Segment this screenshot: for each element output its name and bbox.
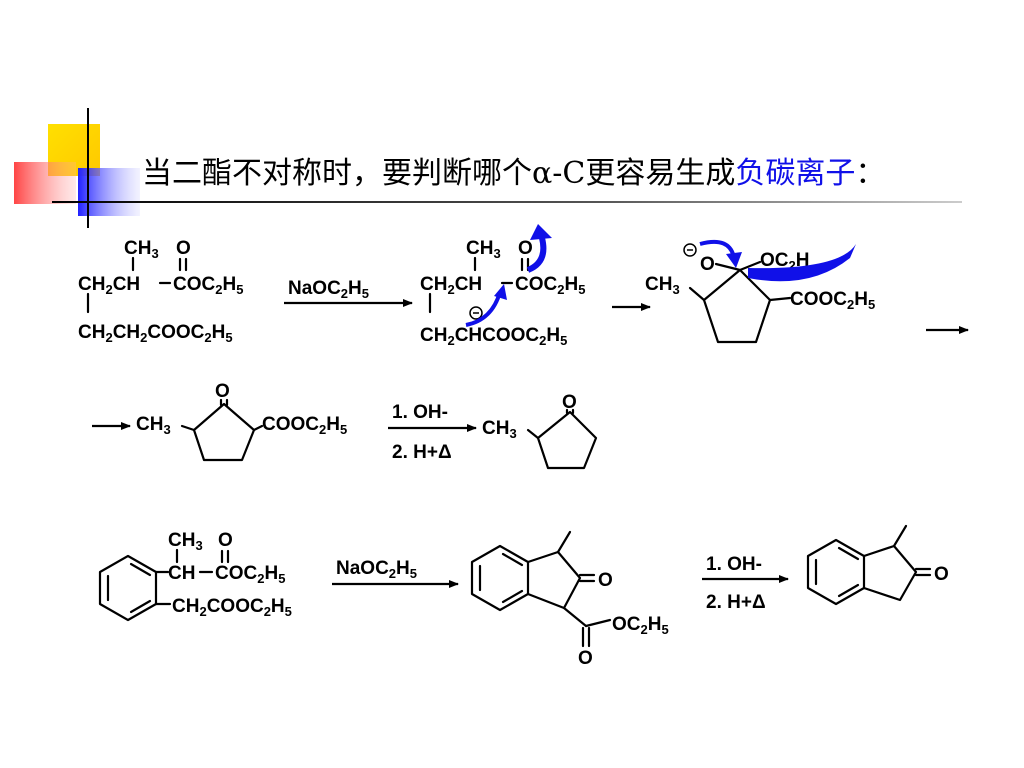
carbanion-intermediate: CH3 O CH2CH COC2H5 CH2CHCOOC2H5 <box>420 224 585 348</box>
carbanion-chain-label: CH2CHCOOC2H5 <box>420 325 567 348</box>
ketone-o-label: O <box>215 381 230 402</box>
title-part2: 更容易生成 <box>585 156 736 191</box>
ch3-label-2: CH3 <box>466 238 501 261</box>
reagent-1: NaOC2H5 <box>288 278 369 301</box>
main-chain-label: CH2CH <box>78 274 140 297</box>
step1-label-2: 1. OH- <box>706 554 762 575</box>
ch3-label: CH3 <box>124 238 159 261</box>
step2-label-1: 2. H+Δ <box>392 442 452 463</box>
red-square <box>14 162 76 204</box>
title-end: ： <box>855 156 886 191</box>
lower-chain-label: CH2CH2COOC2H5 <box>78 322 233 345</box>
ester-o-label: O <box>578 648 593 669</box>
step1-label-1: 1. OH- <box>392 402 448 423</box>
negative-charge-icon-2 <box>683 243 697 257</box>
cooc2h5-label: COOC2H5 <box>790 289 875 312</box>
title-part1: 当二酯不对称时，要判断哪个 <box>142 156 532 191</box>
main-chain-label-2: CH2CH <box>420 274 482 297</box>
step2-label-2: 2. H+Δ <box>706 592 766 613</box>
hydrolysis-arrow-1: 1. OH- 2. H+Δ <box>388 402 477 463</box>
ketone-o-label-2: O <box>562 392 577 413</box>
indanone-ester: O OC2H5 O <box>470 530 669 669</box>
ch2cooc2h5-label: CH2COOC2H5 <box>172 596 292 619</box>
negative-charge-icon <box>469 306 483 320</box>
ch3-label-5: CH3 <box>482 418 517 441</box>
curved-arrow-icon-4 <box>748 244 856 282</box>
ch-label: CH <box>168 563 195 584</box>
methylindanone-product: O <box>806 524 949 606</box>
title-highlight: 负碳离子 <box>735 156 856 191</box>
cooc2h5-label-2: COOC2H5 <box>262 414 347 437</box>
title-underline <box>52 201 962 203</box>
decorative-corner <box>14 108 140 228</box>
ketone-o-label-4: O <box>934 564 949 585</box>
carbonyl-o-label-2: O <box>518 238 533 259</box>
diester-reactant: CH3 O CH2CH COC2H5 CH2CH2COOC2H5 <box>78 238 243 345</box>
oc2h5-label-2: OC2H5 <box>612 614 669 637</box>
ch3-label-3: CH3 <box>645 274 680 297</box>
oxide-o-label: O <box>700 254 715 275</box>
carbonyl-o-label: O <box>176 238 191 259</box>
coc2h5-label-3: COC2H5 <box>215 563 285 586</box>
reagent-arrow-1: NaOC2H5 <box>284 278 413 307</box>
curved-arrow-icon-2 <box>526 237 547 273</box>
ch3-label-4: CH3 <box>136 414 171 437</box>
ketone-o-label-3: O <box>598 570 613 591</box>
cyclic-keto-ester: O CH3 COOC2H5 <box>136 381 347 462</box>
page-title: 当二酯不对称时，要判断哪个α-C更容易生成负碳离子： <box>142 148 885 192</box>
hydrolysis-arrow-2: 1. OH- 2. H+Δ <box>702 554 789 613</box>
reagent-arrow-2: NaOC2H5 <box>332 558 459 588</box>
ch3-label-6: CH3 <box>168 530 203 553</box>
tetrahedral-intermediate: O OC2H CH3 COOC2H5 <box>645 239 875 344</box>
carbonyl-o-label-3: O <box>218 530 233 551</box>
coc2h5-label-2: COC2H5 <box>515 274 585 297</box>
coc2h5-label: COC2H5 <box>173 274 243 297</box>
reagent-2: NaOC2H5 <box>336 558 417 581</box>
title-alpha-c: α-C <box>532 156 586 191</box>
methylcyclopentanone-product: O CH3 <box>482 392 598 470</box>
aryl-diester-reactant: CH3 O CH COC2H5 CH2COOC2H5 <box>98 530 292 622</box>
